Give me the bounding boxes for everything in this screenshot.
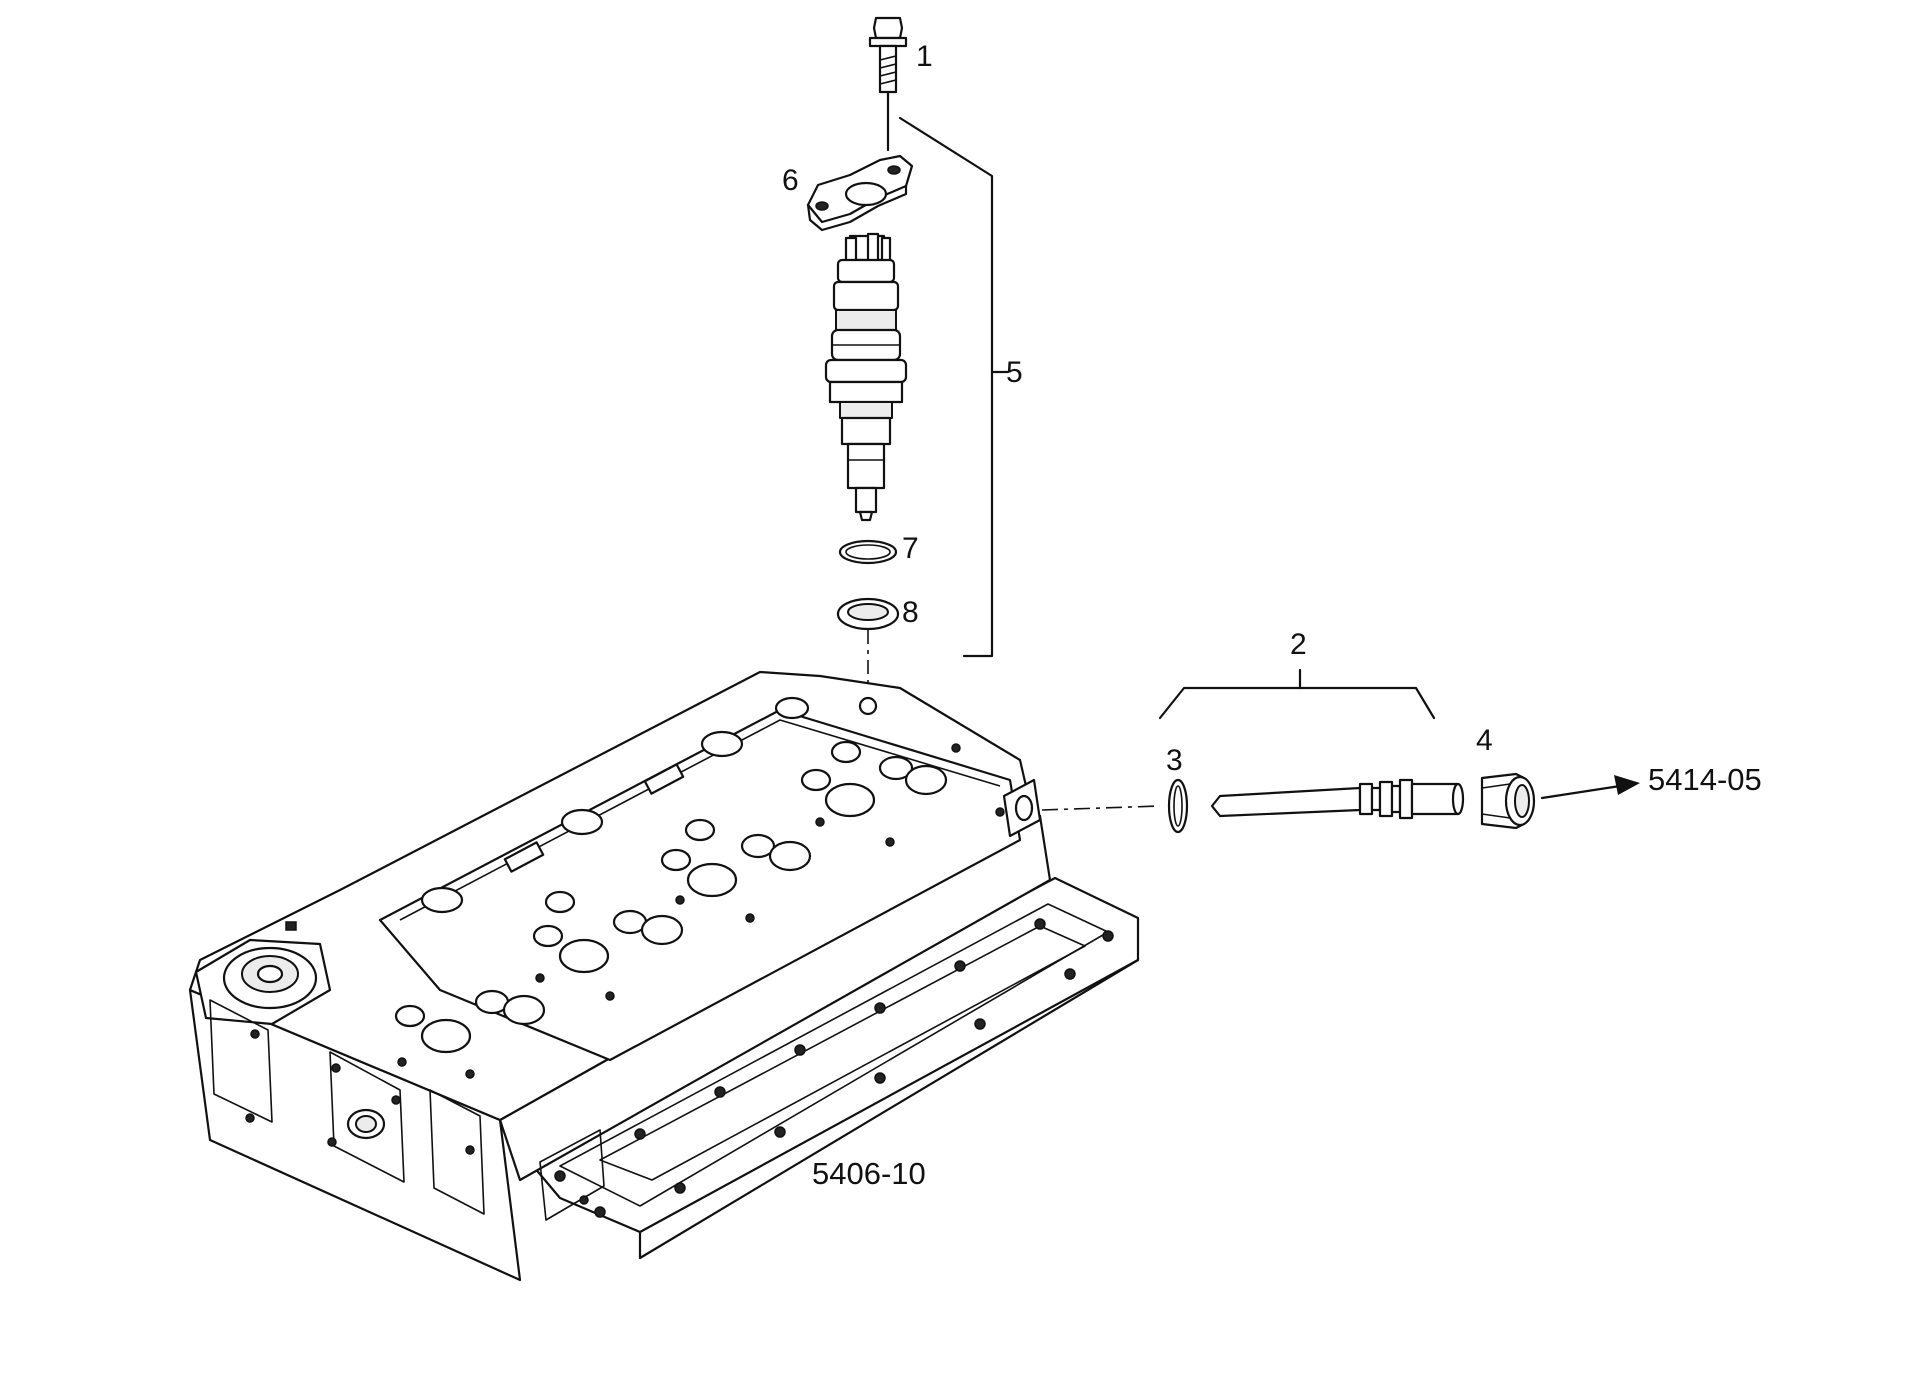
front-face-features bbox=[209, 999, 605, 1221]
injector-bore bbox=[858, 696, 878, 716]
deck-bolt-holes bbox=[397, 743, 1005, 1079]
seal-ring-part bbox=[1167, 778, 1189, 834]
callout-6: 6 bbox=[782, 164, 799, 197]
callout-3: 3 bbox=[1166, 744, 1183, 777]
reference-arrow bbox=[1540, 775, 1640, 800]
top-edge-ribs bbox=[420, 696, 810, 914]
cylinder-head-part bbox=[188, 670, 1140, 1282]
bolt-part bbox=[868, 16, 908, 152]
connector-tube-part bbox=[1210, 778, 1465, 820]
callout-2: 2 bbox=[1290, 628, 1307, 661]
side-fuel-port bbox=[1002, 778, 1042, 838]
port-group-3 bbox=[660, 818, 812, 898]
reference-fuel-line: 5414-05 bbox=[1648, 762, 1762, 797]
connector-axis-line bbox=[1041, 805, 1161, 811]
washer-part bbox=[836, 597, 900, 631]
callout-8: 8 bbox=[902, 596, 919, 629]
connector-nut-part bbox=[1480, 772, 1536, 830]
reference-cylinder-head: 5406-10 bbox=[812, 1156, 926, 1191]
callout-4: 4 bbox=[1476, 724, 1493, 757]
clamp-part bbox=[806, 154, 914, 232]
callout-5: 5 bbox=[1006, 356, 1023, 389]
port-group-2 bbox=[532, 890, 684, 974]
end-housing bbox=[194, 921, 332, 1026]
o-ring-part bbox=[838, 539, 898, 565]
bracket-5 bbox=[898, 116, 1010, 658]
port-group-1 bbox=[394, 989, 546, 1054]
callout-7: 7 bbox=[902, 532, 919, 565]
bracket-2 bbox=[1158, 686, 1436, 720]
flange-bolt-holes bbox=[554, 918, 1114, 1218]
port-group-4 bbox=[800, 740, 948, 818]
injector-part bbox=[824, 232, 908, 522]
callout-1: 1 bbox=[916, 40, 933, 73]
